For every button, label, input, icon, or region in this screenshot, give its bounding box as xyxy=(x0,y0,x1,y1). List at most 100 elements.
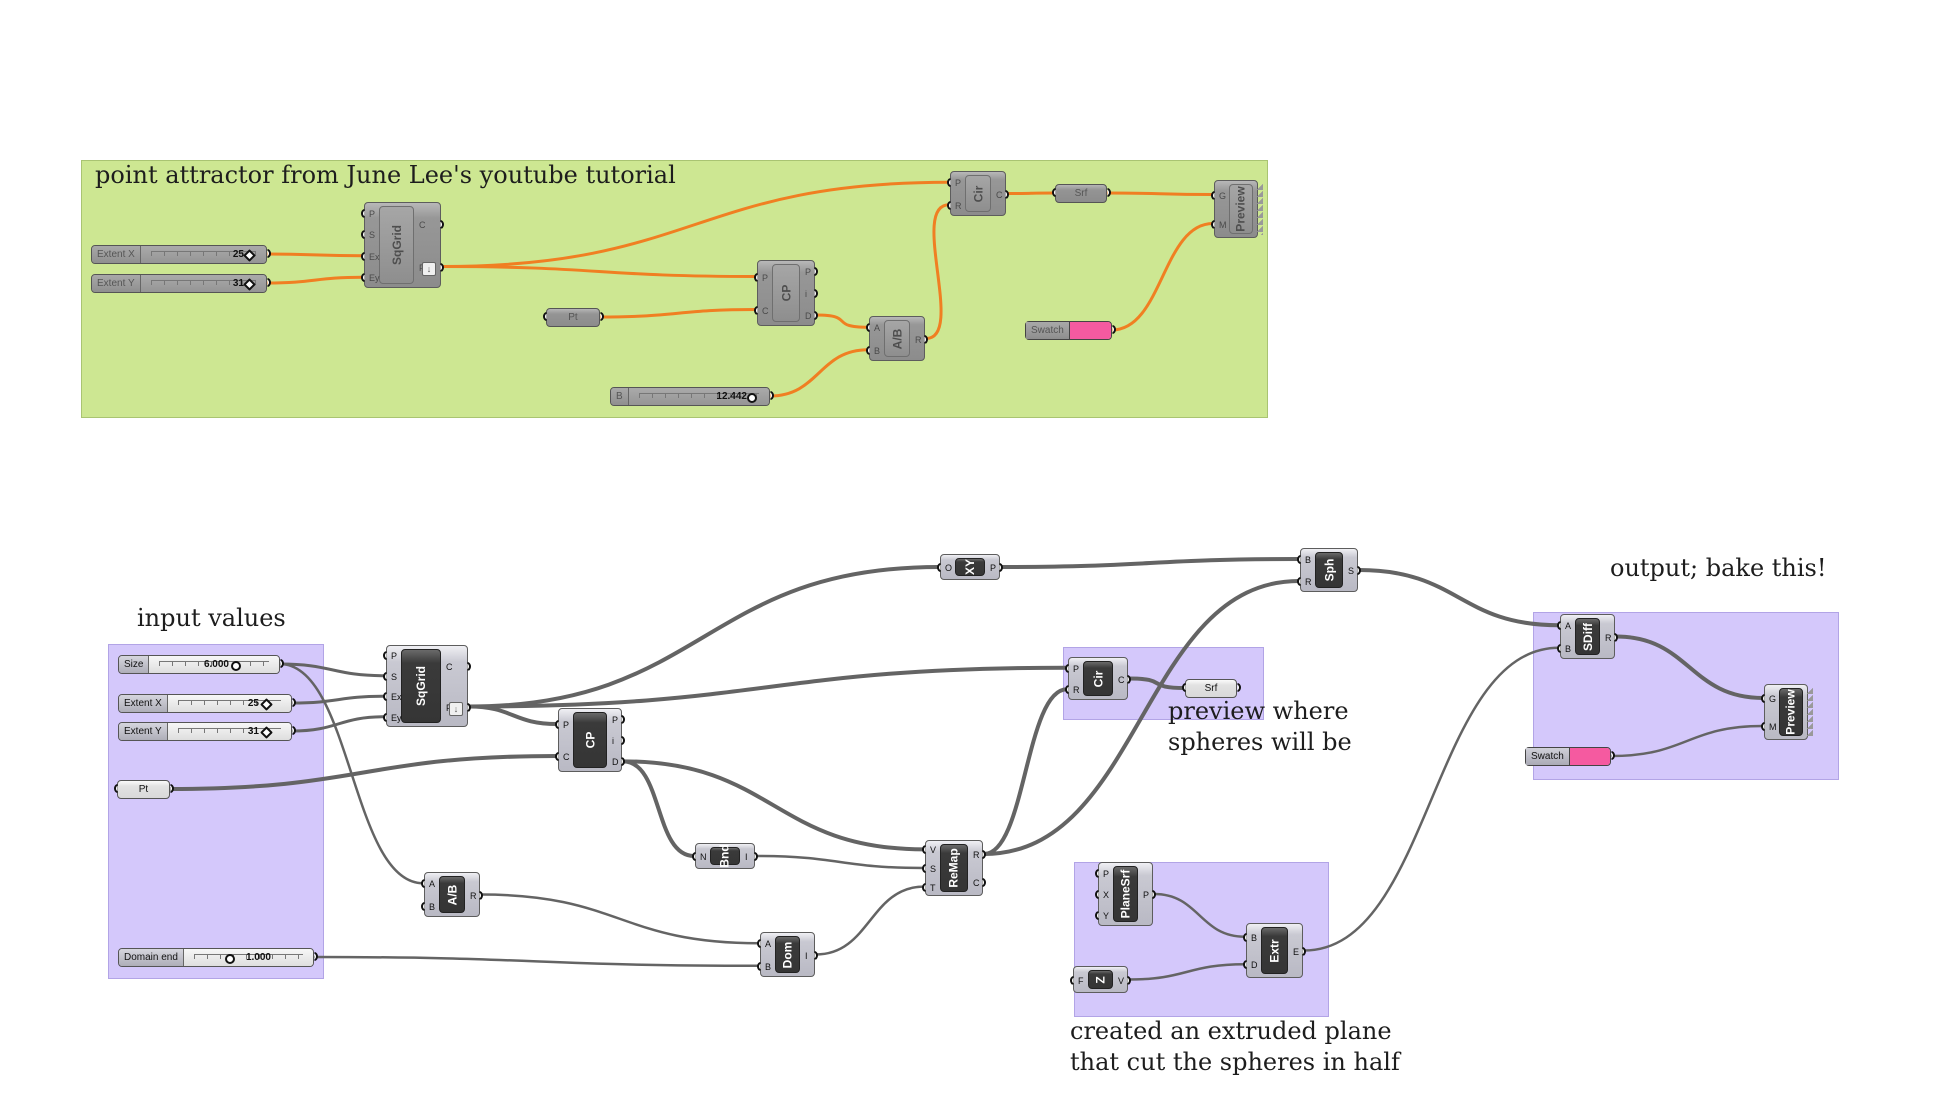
output-grip-c[interactable] xyxy=(1127,674,1131,684)
output-grip-i[interactable] xyxy=(814,289,818,298)
output-grip-p[interactable] xyxy=(440,262,444,272)
component-name-panel[interactable]: Z xyxy=(1088,970,1113,989)
component-name-panel[interactable]: CP xyxy=(772,264,800,322)
input-grip-p[interactable] xyxy=(1095,868,1099,878)
input-grip-r[interactable] xyxy=(1297,577,1301,586)
output-grip-r[interactable] xyxy=(982,850,986,859)
component-name-panel[interactable]: Preview xyxy=(1779,688,1803,736)
input-grip-g[interactable] xyxy=(1211,190,1215,200)
output-grip-c[interactable] xyxy=(1005,189,1009,199)
output-grip-r[interactable] xyxy=(924,334,928,344)
input-grip-x[interactable] xyxy=(1095,890,1099,899)
input-grip-b[interactable] xyxy=(866,345,870,355)
wire-ab-dom[interactable] xyxy=(480,893,760,945)
slider-track[interactable]: 31 xyxy=(140,275,266,292)
output-grip-p[interactable] xyxy=(999,563,1003,572)
output-grip-i[interactable] xyxy=(754,852,758,861)
wire-sph-sdiff[interactable] xyxy=(1358,568,1560,628)
input-grip-g[interactable] xyxy=(1761,694,1765,703)
component-name-panel[interactable]: SqGrid xyxy=(379,206,414,284)
output-grip-d[interactable] xyxy=(621,757,625,767)
output-grip-p[interactable] xyxy=(1152,890,1156,899)
component-name-panel[interactable]: CP xyxy=(573,712,607,768)
output-grip-p[interactable] xyxy=(621,714,625,724)
swatch-output[interactable]: Swatch xyxy=(1525,747,1611,766)
component-top-sqgrid[interactable]: SqGridPSExEyCP↓ xyxy=(361,202,444,288)
output-grip-c[interactable] xyxy=(440,219,444,229)
input-grip-r[interactable] xyxy=(1065,685,1069,695)
slider-extent-x-top[interactable]: Extent X 25 xyxy=(91,245,267,264)
input-grip-m[interactable] xyxy=(1211,219,1215,229)
component-name-panel[interactable]: Bnd xyxy=(710,844,740,868)
input-grip-a[interactable] xyxy=(866,323,870,333)
slider-knob[interactable] xyxy=(225,954,235,964)
slider-track[interactable]: 1.000 xyxy=(183,949,313,966)
wire-remap-cir[interactable] xyxy=(983,687,1068,856)
component-bottom-sqgrid[interactable]: SqGridPSExEyCP↓ xyxy=(383,645,471,727)
input-grip-p[interactable] xyxy=(555,720,559,729)
input-grip-ex[interactable] xyxy=(383,692,387,702)
input-grip-s[interactable] xyxy=(922,864,926,873)
flatten-icon[interactable]: ↓ xyxy=(422,261,436,276)
input-grip-p[interactable] xyxy=(754,272,758,282)
output-grip-i[interactable] xyxy=(814,950,818,960)
slider-size[interactable]: Size 6.000 xyxy=(118,655,280,674)
output-grip-r[interactable] xyxy=(479,890,483,900)
input-grip-d[interactable] xyxy=(1243,960,1247,970)
component-name-panel[interactable]: SDiff xyxy=(1575,618,1600,655)
component-name-panel[interactable]: A/B xyxy=(439,876,465,913)
param-pt-top[interactable]: Pt xyxy=(546,308,600,327)
wire-cp-bnd[interactable] xyxy=(622,759,695,858)
component-name-panel[interactable]: Extr xyxy=(1261,927,1288,974)
output-grip-d[interactable] xyxy=(814,311,818,320)
component-name-panel[interactable]: Dom xyxy=(775,936,800,973)
wire-dom-remap[interactable] xyxy=(815,885,925,956)
input-grip-v[interactable] xyxy=(922,845,926,855)
input-grip-ex[interactable] xyxy=(361,251,365,261)
slider-track[interactable]: 31 xyxy=(167,723,291,740)
component-name-panel[interactable]: Sph xyxy=(1315,552,1343,588)
wire-sqgrid-cir[interactable] xyxy=(468,665,1068,709)
input-grip-p[interactable] xyxy=(947,178,951,188)
component-name-panel[interactable]: Cir xyxy=(965,175,991,212)
component-name-panel[interactable]: A/B xyxy=(884,320,910,357)
output-grip-p[interactable] xyxy=(467,702,471,712)
slider-track[interactable]: 25 xyxy=(167,695,291,712)
wire-sqgrid-cp[interactable] xyxy=(468,704,558,726)
input-grip-p[interactable] xyxy=(1065,663,1069,673)
param-srf-top[interactable]: Srf xyxy=(1055,184,1107,203)
component-name-panel[interactable]: ReMap xyxy=(940,844,968,892)
wire-sqgrid-xy[interactable] xyxy=(468,565,940,709)
slider-domain-end[interactable]: Domain end 1.000 xyxy=(118,948,314,967)
input-grip-r[interactable] xyxy=(947,200,951,210)
swatch-top[interactable]: Swatch xyxy=(1025,321,1112,340)
component-name-panel[interactable]: XY xyxy=(955,558,985,576)
param-srf[interactable]: Srf xyxy=(1185,679,1237,698)
input-grip-b[interactable] xyxy=(1557,643,1561,653)
output-grip-p[interactable] xyxy=(814,267,818,276)
flatten-icon[interactable]: ↓ xyxy=(449,701,463,716)
swatch-color[interactable] xyxy=(1069,322,1111,339)
input-grip-a[interactable] xyxy=(421,879,425,889)
input-grip-m[interactable] xyxy=(1761,722,1765,731)
input-grip-b[interactable] xyxy=(1243,932,1247,942)
output-grip-c[interactable] xyxy=(467,661,471,671)
input-grip-c[interactable] xyxy=(555,752,559,761)
input-grip-s[interactable] xyxy=(383,671,387,681)
slider-track[interactable]: 25 xyxy=(140,246,266,263)
param-grip[interactable] xyxy=(543,312,547,321)
slider-knob[interactable] xyxy=(747,393,757,403)
output-grip-s[interactable] xyxy=(1357,566,1361,575)
